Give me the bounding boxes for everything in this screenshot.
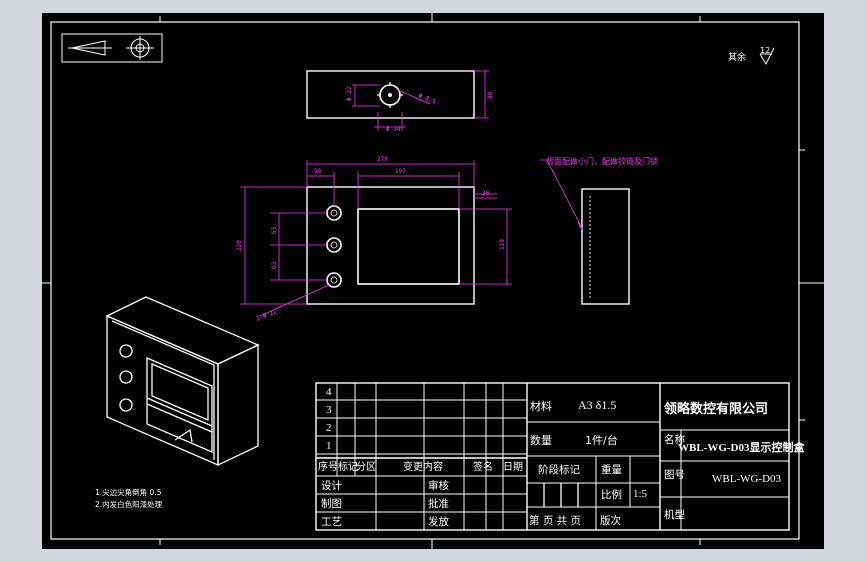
drawing-no-value: WBL-WG-D03 — [712, 473, 782, 485]
roughness-symbol-icon — [759, 47, 775, 66]
signoff-process: 工艺 — [321, 516, 342, 528]
signoff-draw: 制图 — [321, 497, 342, 510]
title-block — [315, 382, 790, 531]
projection-symbol-icon — [61, 33, 163, 63]
isometric-view — [105, 296, 260, 467]
rev-header-content: 变更内容 — [403, 460, 443, 473]
dim-top-d4: 88 — [487, 91, 494, 99]
dim-front-window-h: 110 — [499, 239, 506, 250]
dim-front-pitch1: 63 — [271, 226, 278, 234]
rev-header-mark: 标记 — [338, 461, 358, 473]
scale-value: 1:5 — [633, 488, 648, 500]
dim-top-d3: Φ 34 — [386, 126, 401, 133]
note-2: 2.内发白色阳漆处理 — [95, 499, 163, 509]
dim-front-window-w: 197 — [395, 168, 406, 175]
rev-row-3: 3 — [326, 404, 332, 416]
rev-row-4: 4 — [326, 386, 332, 398]
dim-top-d1: Φ 22 — [346, 86, 353, 101]
scale-label: 比例 — [601, 488, 622, 501]
drawing-sheet — [42, 13, 824, 549]
company-name: 领略数控有限公司 — [664, 401, 768, 417]
front-view: 270 50 197 30 220 63 63 110 3-Φ 22 — [236, 156, 512, 323]
rev-header-date: 日期 — [503, 461, 523, 473]
part-name-label: 名称 — [664, 433, 685, 446]
pages-label: 第 页 共 页 — [529, 514, 581, 527]
dim-front-pitch2: 63 — [271, 261, 278, 269]
rev-row-2: 2 — [326, 422, 332, 434]
dim-front-offset: 50 — [314, 168, 322, 175]
part-name-value: WBL-WG-D03显示控制盒 — [678, 440, 805, 454]
side-view: 背面配做小门，配做铰链及门锁 — [540, 156, 658, 305]
rev-row-1: 1 — [326, 440, 332, 452]
dim-front-right: 30 — [482, 190, 490, 197]
top-view: Φ 22 Φ 34 Φ 8.5 88 — [306, 70, 494, 133]
rev-header-sign: 签名 — [473, 460, 493, 473]
centering-marks — [42, 13, 824, 549]
dim-front-w: 270 — [377, 156, 388, 163]
corner-label: 其余 — [728, 51, 746, 63]
dim-front-h: 220 — [236, 240, 243, 251]
signoff-approve: 批准 — [428, 497, 449, 510]
note-1: 1.尖边尖角倒角 0.5 — [95, 487, 162, 497]
signoff-design: 设计 — [321, 479, 342, 492]
version-label: 版次 — [600, 514, 621, 527]
stage-label: 阶段标记 — [538, 463, 580, 476]
roughness-value: 12 — [760, 46, 770, 55]
rev-header-zone: 分区 — [356, 461, 376, 473]
drawing-no-label: 图号 — [664, 469, 685, 481]
signoff-review: 审核 — [428, 479, 449, 492]
model-label: 机型 — [664, 508, 685, 521]
dim-top-d2: Φ 8.5 — [417, 92, 437, 105]
material-label: 材料 — [530, 399, 552, 413]
qty-value: 1件/台 — [585, 433, 618, 447]
rev-header-seq: 序号 — [318, 460, 338, 473]
signoff-issue: 发放 — [428, 515, 449, 528]
dim-front-hole: 3-Φ 22 — [255, 308, 278, 323]
weight-label: 重量 — [601, 463, 622, 476]
inner-border — [50, 21, 800, 540]
qty-label: 数量 — [530, 434, 552, 447]
back-note: 背面配做小门，配做铰链及门锁 — [546, 156, 658, 166]
material-value: A3 δ1.5 — [578, 398, 616, 412]
